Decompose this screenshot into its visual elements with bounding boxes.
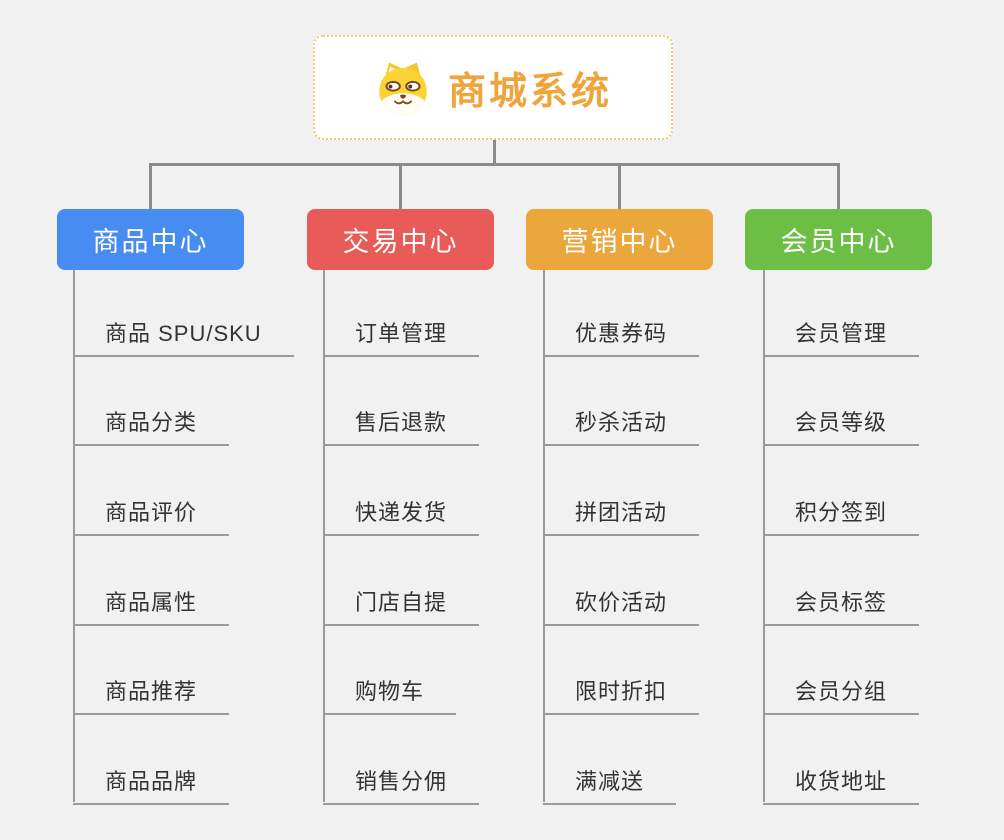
leaf-node[interactable]: 商品品牌 (73, 764, 230, 805)
root-node-mall-system[interactable]: 商城系统 (313, 35, 673, 140)
leaf-node[interactable]: 订单管理 (323, 316, 480, 357)
connector-drop-4 (837, 163, 840, 210)
shiba-dog-icon (374, 59, 432, 117)
leaf-node[interactable]: 会员管理 (763, 316, 920, 357)
leaf-node[interactable]: 商品分类 (73, 405, 230, 446)
leaf-node[interactable]: 会员分组 (763, 674, 920, 715)
connector-column-1 (73, 270, 75, 802)
leaf-node[interactable]: 收货地址 (763, 764, 920, 805)
branch-node-product-center[interactable]: 商品中心 (57, 209, 244, 270)
leaf-node[interactable]: 快递发货 (323, 495, 480, 536)
connector-bus (149, 163, 840, 166)
leaf-node[interactable]: 销售分佣 (323, 764, 480, 805)
root-title: 商城系统 (447, 71, 612, 113)
leaf-node[interactable]: 积分签到 (763, 495, 920, 536)
leaf-node[interactable]: 优惠券码 (543, 316, 700, 357)
leaf-node[interactable]: 秒杀活动 (543, 405, 700, 446)
connector-drop-2 (399, 163, 402, 210)
leaf-node[interactable]: 售后退款 (323, 405, 480, 446)
branch-node-member-center[interactable]: 会员中心 (745, 209, 932, 270)
leaf-node[interactable]: 商品属性 (73, 585, 230, 626)
leaf-node[interactable]: 会员等级 (763, 405, 920, 446)
leaf-node[interactable]: 拼团活动 (543, 495, 700, 536)
leaf-node[interactable]: 砍价活动 (543, 585, 700, 626)
connector-column-4 (763, 270, 765, 802)
leaf-node[interactable]: 限时折扣 (543, 674, 700, 715)
connector-drop-1 (149, 163, 152, 210)
connector-column-2 (323, 270, 325, 802)
leaf-node[interactable]: 购物车 (323, 674, 457, 715)
connector-root-stem (493, 140, 496, 166)
branch-node-marketing-center[interactable]: 营销中心 (526, 209, 713, 270)
leaf-node[interactable]: 门店自提 (323, 585, 480, 626)
connector-column-3 (543, 270, 545, 802)
leaf-node[interactable]: 商品 SPU/SKU (73, 316, 294, 357)
connector-drop-3 (618, 163, 621, 210)
leaf-node[interactable]: 商品推荐 (73, 674, 230, 715)
leaf-node[interactable]: 商品评价 (73, 495, 230, 536)
branch-node-trade-center[interactable]: 交易中心 (307, 209, 494, 270)
leaf-node[interactable]: 会员标签 (763, 585, 920, 626)
leaf-node[interactable]: 满减送 (543, 764, 677, 805)
